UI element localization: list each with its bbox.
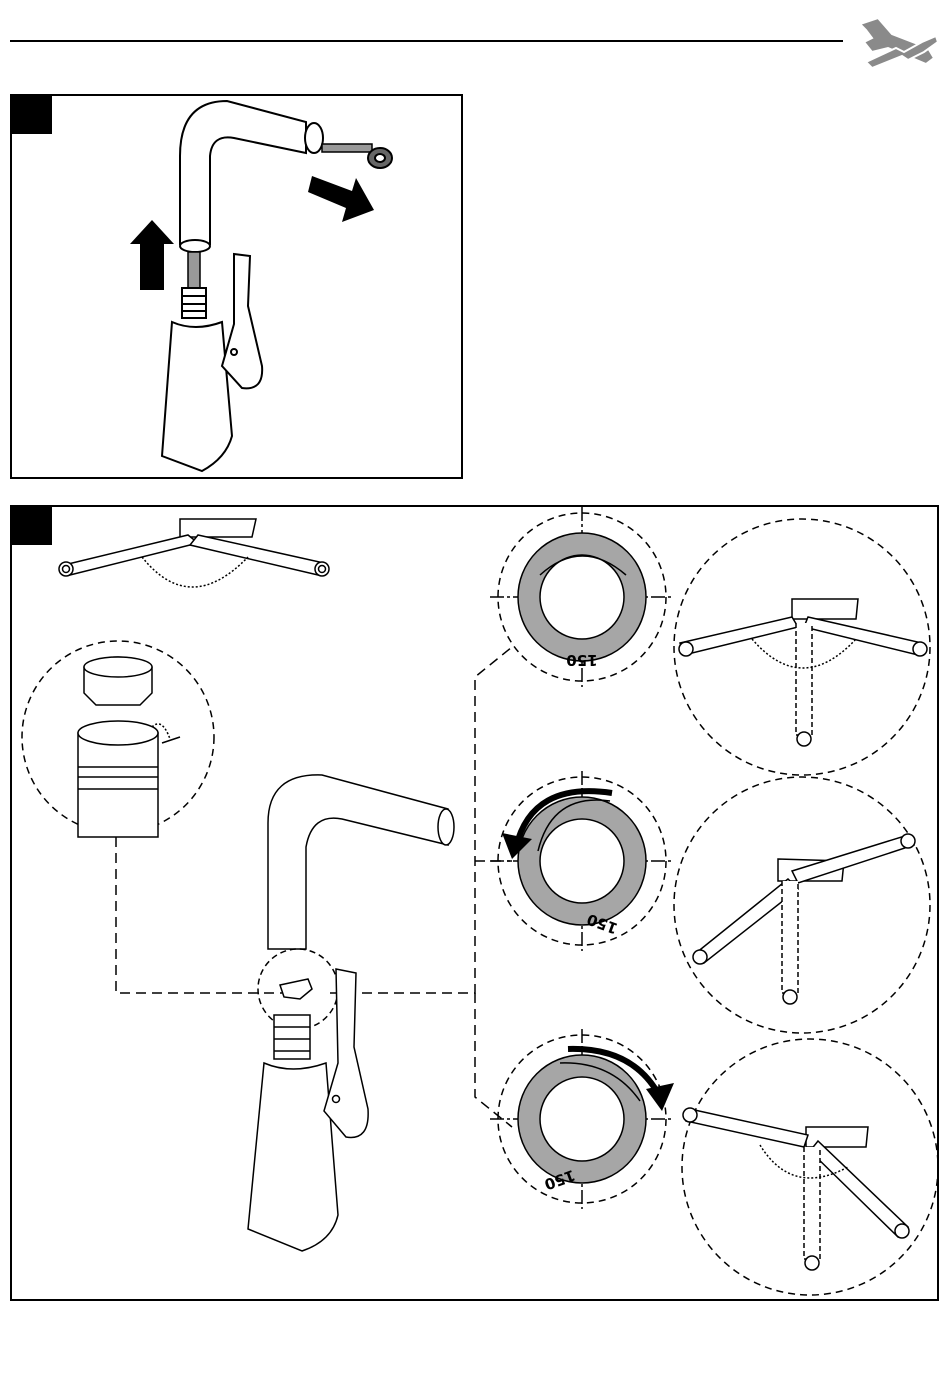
step-2-panel: 150 150 150 bbox=[10, 505, 939, 1301]
up-arrow-icon bbox=[130, 220, 174, 290]
step-1-illustration bbox=[12, 96, 465, 481]
step-2-illustration: 150 150 150 bbox=[12, 507, 941, 1303]
ring-label-top: 150 bbox=[566, 651, 597, 669]
adjustment-ring-middle bbox=[490, 771, 674, 951]
cartridge-detail-circle bbox=[22, 641, 214, 837]
header-rule bbox=[10, 40, 843, 42]
spout-range-circle-top bbox=[674, 519, 930, 775]
spout-range-circle-bottom bbox=[682, 1039, 938, 1295]
step-1-panel bbox=[10, 94, 463, 479]
faucet-illustration bbox=[248, 775, 454, 1251]
rotation-range-diagram bbox=[59, 519, 329, 587]
adjustment-ring-bottom bbox=[490, 1029, 674, 1209]
wrench-screwdriver-icon bbox=[852, 12, 940, 72]
right-arrow-icon bbox=[308, 176, 374, 222]
spout-range-circle-middle bbox=[674, 777, 930, 1033]
